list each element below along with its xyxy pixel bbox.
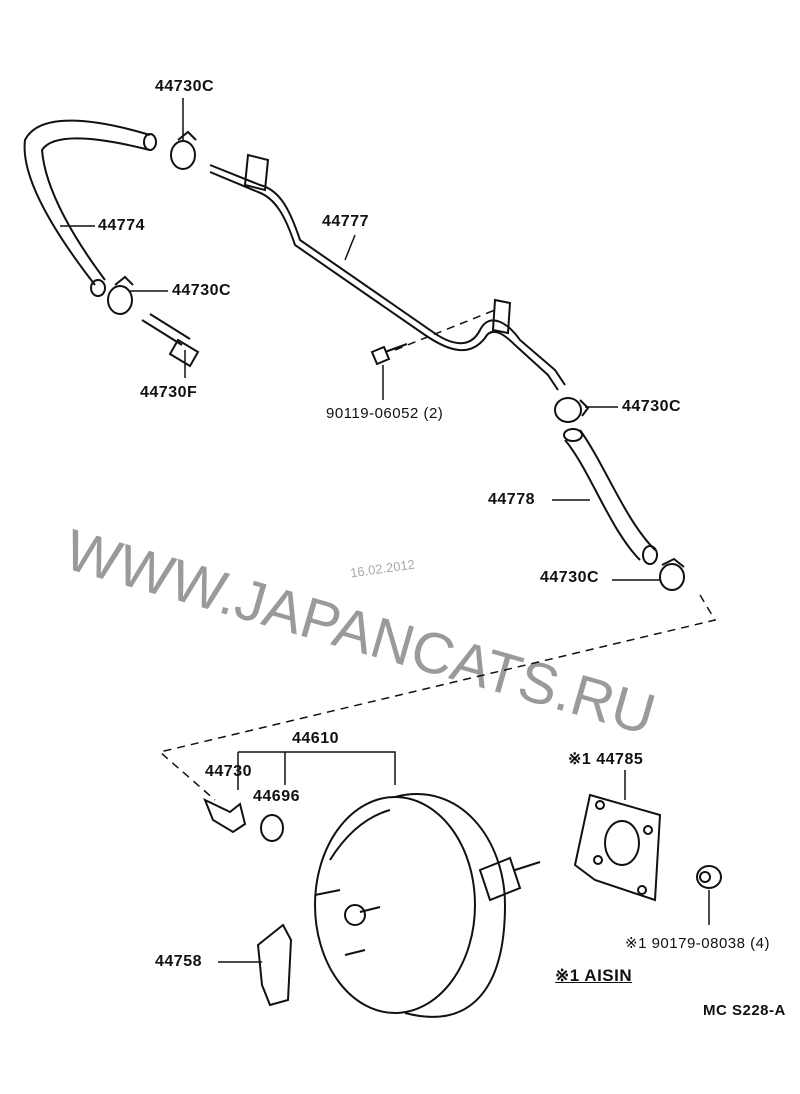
label-44774: 44774 — [98, 217, 145, 234]
label-90119: 90119-06052 (2) — [326, 405, 444, 422]
label-44758: 44758 — [155, 953, 202, 970]
label-44778: 44778 — [488, 491, 535, 508]
hose-44778 — [564, 429, 656, 561]
clip-icon — [554, 397, 590, 423]
label-44730f: 44730F — [140, 384, 198, 401]
bracket-44758 — [256, 923, 293, 1007]
nut-90179 — [696, 865, 722, 889]
gasket-44785 — [573, 793, 662, 902]
hose-44774 — [23, 119, 151, 286]
clip-icon — [170, 130, 197, 170]
label-44777: 44777 — [322, 213, 369, 230]
grommet-44696 — [260, 814, 284, 842]
label-44730c-top: 44730C — [155, 78, 215, 95]
label-44730c-lower: 44730C — [540, 569, 600, 586]
label-44730: 44730 — [205, 763, 252, 780]
diagram-code: MC S228-A — [703, 1002, 786, 1019]
label-44696: 44696 — [253, 788, 300, 805]
label-44785: ※1 44785 — [568, 751, 644, 768]
union-44730f — [141, 313, 200, 368]
check-valve-44730 — [203, 797, 247, 834]
label-44610: 44610 — [292, 730, 339, 747]
clip-icon — [659, 557, 685, 591]
brake-booster-44610 — [314, 793, 541, 1018]
label-90179: ※1 90179-08038 (4) — [625, 935, 770, 952]
bolt-90119 — [370, 343, 408, 366]
clip-icon — [107, 275, 134, 315]
pipe-44777 — [209, 164, 566, 391]
legend-aisin: ※1 AISIN — [555, 966, 633, 985]
label-44730c-left: 44730C — [172, 282, 232, 299]
label-44730c-right: 44730C — [622, 398, 682, 415]
